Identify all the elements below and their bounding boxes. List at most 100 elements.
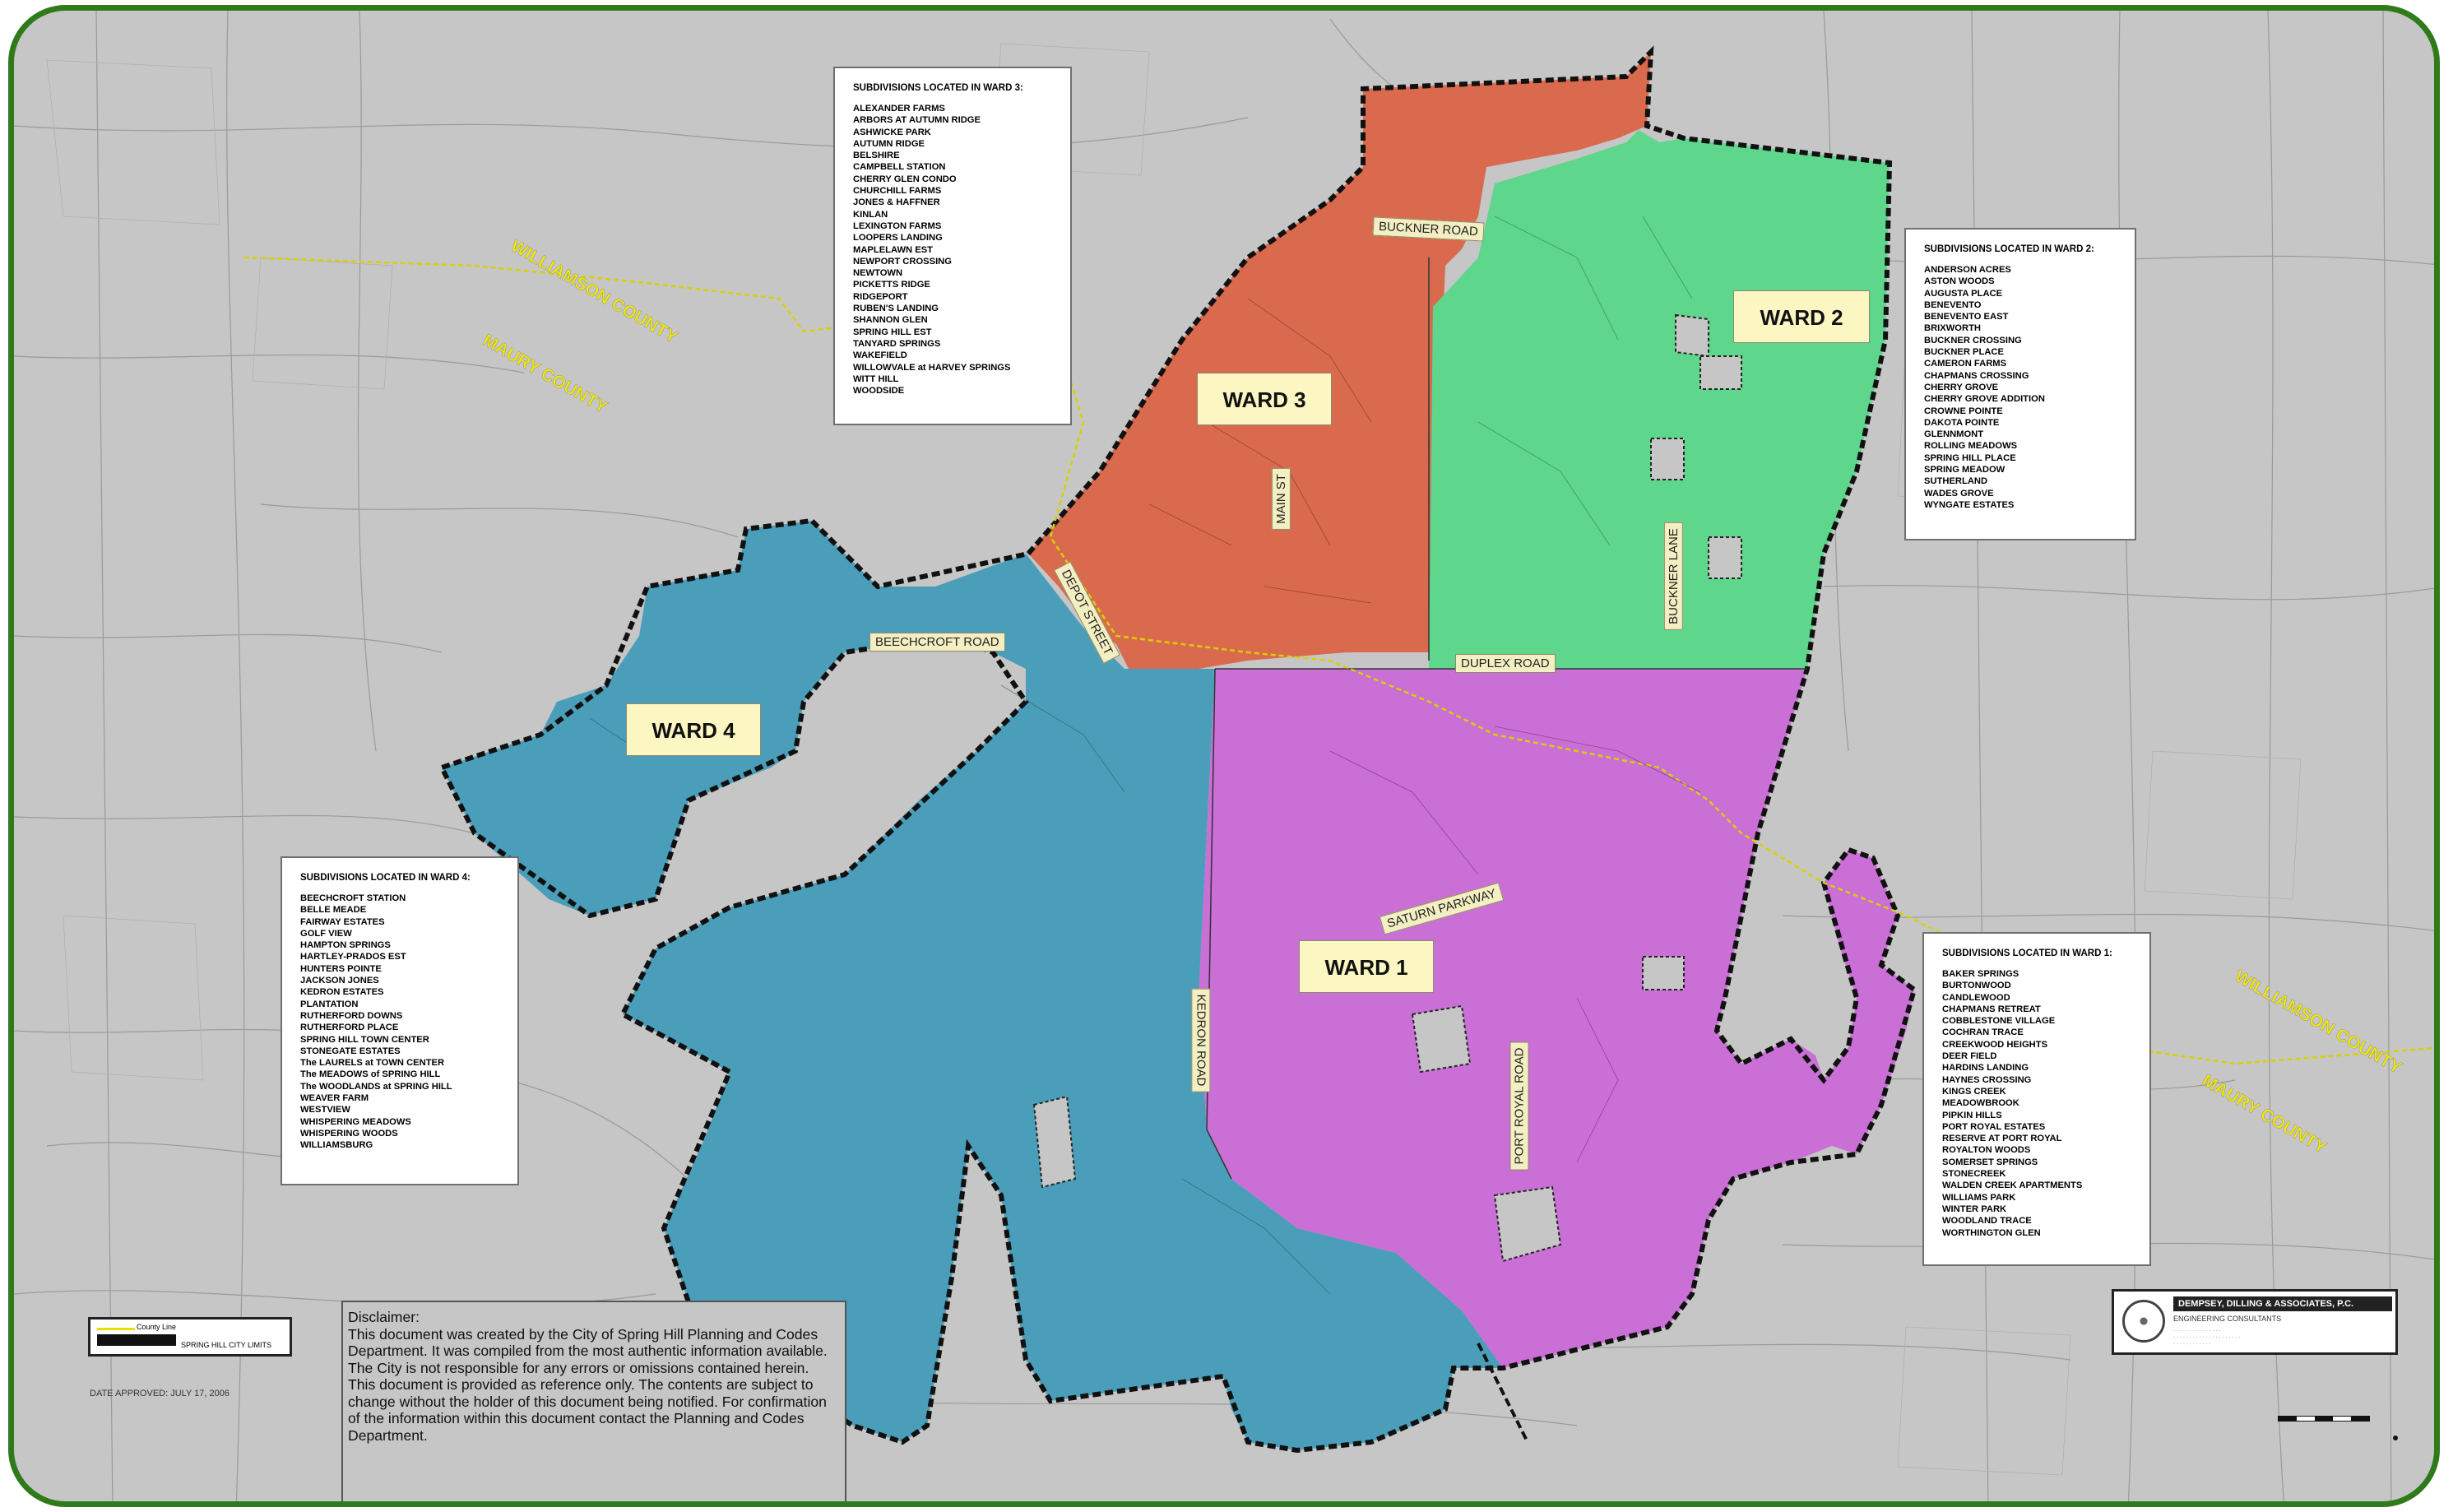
list-item: BENEVENTO EAST [1924,312,2009,322]
list-item: WEAVER FARM [300,1093,369,1104]
firm-name: DEMPSEY, DILLING & ASSOCIATES, P.C. [2173,1296,2392,1311]
list-item: BUCKNER CROSSING [1924,335,2022,346]
ward-2-label: WARD 2 [1733,290,1870,343]
list-item: SOMERSET SPRINGS [1942,1157,2038,1167]
subdivisions-ward-3-list: ALEXANDER FARMS ARBORS AT AUTUMN RIDGE A… [853,103,1052,397]
list-item: The MEADOWS of SPRING HILL [300,1069,441,1080]
road-label-buckner-lane: BUCKNER LANE [1663,522,1683,630]
list-item: CROWNE POINTE [1924,406,2003,416]
subdivisions-ward-2-title: SUBDIVISIONS LOCATED IN WARD 2: [1924,244,2094,254]
list-item: COCHRAN TRACE [1942,1027,2024,1038]
list-item: SUTHERLAND [1924,476,1988,487]
list-item: BRIXWORTH [1924,323,1981,334]
subdivisions-ward-3-title: SUBDIVISIONS LOCATED IN WARD 3: [853,83,1023,93]
legend-county-line-label: County Line [137,1323,177,1331]
list-item: RUTHERFORD PLACE [300,1023,399,1033]
list-item: HAYNES CROSSING [1942,1074,2032,1085]
list-item: ANDERSON ACRES [1924,265,2011,275]
list-item: ASHWICKE PARK [853,127,931,137]
ward-2-street-detail [1477,216,1693,546]
list-item: TANYARD SPRINGS [853,338,941,349]
ward-2-area [1429,130,1890,669]
list-item: MAPLELAWN EST [853,244,933,255]
north-marker-icon [2393,1435,2398,1440]
list-item: WOODSIDE [853,386,905,397]
list-item: CANDLEWOOD [1942,992,2010,1003]
list-item: BELLE MEADE [300,905,367,916]
list-item: WHISPERING WOODS [300,1128,398,1139]
list-item: STONECREEK [1942,1169,2006,1180]
scale-bar [2278,1416,2370,1422]
city-limits-boundary [438,45,1917,1454]
list-item: JONES & HAFFNER [853,197,940,208]
subdivisions-ward-4-title: SUBDIVISIONS LOCATED IN WARD 4: [300,873,471,883]
list-item: CHAPMANS CROSSING [1924,370,2029,381]
list-item: WILLIAMSBURG [300,1140,373,1151]
background-road-network [14,11,2434,1501]
disclaimer-heading: Disclaimer: [348,1309,420,1325]
ward-1-street-detail [1329,726,1701,1163]
list-item: SHANNON GLEN [853,315,928,326]
list-item: KINGS CREEK [1942,1086,2006,1097]
road-label-main-st: MAIN ST [1271,468,1291,530]
list-item: BELSHIRE [853,151,900,161]
list-item: PLANTATION [300,999,359,1009]
excluded-parcels [1032,313,1742,1263]
list-item: SPRING MEADOW [1924,465,2006,475]
list-item: CAMERON FARMS [1924,359,2007,369]
list-item: WINTER PARK [1942,1204,2007,1214]
list-item: CHERRY GROVE [1924,382,1999,392]
city-limits-swatch [97,1334,176,1346]
list-item: AUTUMN RIDGE [853,138,925,149]
list-item: DEER FIELD [1942,1051,1997,1062]
list-item: BENEVENTO [1924,299,1982,310]
list-item: LOOPERS LANDING [853,233,943,243]
list-item: WORTHINGTON GLEN [1942,1227,2041,1238]
list-item: HARTLEY-PRADOS EST [300,952,406,962]
subdivisions-ward-2-box: SUBDIVISIONS LOCATED IN WARD 2: ANDERSON… [1904,228,2136,540]
ward-4-label: WARD 4 [626,703,761,756]
list-item: CHAPMANS RETREAT [1942,1004,2041,1014]
list-item: WALDEN CREEK APARTMENTS [1942,1180,2083,1191]
subdivisions-ward-4-list: BEECHCROFT STATION BELLE MEADE FAIRWAY E… [300,893,499,1152]
compass-logo-icon [2122,1300,2165,1343]
map-legend: County Line SPRING HILL CITY LIMITS [88,1317,292,1357]
list-item: WESTVIEW [300,1105,350,1115]
firm-address-lines: · · · · · · · · · · · · · · ·· · · · · ·… [2173,1328,2241,1347]
list-item: PIPKIN HILLS [1942,1110,2002,1120]
subdivisions-ward-1-title: SUBDIVISIONS LOCATED IN WARD 1: [1942,948,2112,958]
road-label-kedron-road: KEDRON ROAD [1191,988,1211,1092]
list-item: WILLIAMS PARK [1942,1192,2016,1203]
list-item: WAKEFIELD [853,350,907,361]
ward-3-label: WARD 3 [1197,373,1332,425]
list-item: WYNGATE ESTATES [1924,499,2015,510]
list-item: COBBLESTONE VILLAGE [1942,1016,2056,1027]
list-item: CHERRY GLEN CONDO [853,174,957,184]
list-item: RESERVE AT PORT ROYAL [1942,1134,2062,1144]
list-item: HUNTERS POINTE [300,963,382,974]
list-item: FAIRWAY ESTATES [300,916,385,927]
list-item: HAMPTON SPRINGS [300,940,391,951]
list-item: NEWTOWN [853,268,903,279]
list-item: KINLAN [853,209,888,220]
firm-subtitle: ENGINEERING CONSULTANTS [2173,1315,2282,1323]
legend-city-limits-label: SPRING HILL CITY LIMITS [181,1341,272,1349]
list-item: SPRING HILL TOWN CENTER [300,1034,429,1045]
list-item: KEDRON ESTATES [300,987,384,998]
ward-1-label: WARD 1 [1299,940,1434,993]
list-item: CHURCHILL FARMS [853,186,942,197]
list-item: CAMPBELL STATION [853,162,946,173]
ward-3-area [1028,52,1651,677]
list-item: WITT HILL [853,373,899,384]
subdivisions-ward-1-box: SUBDIVISIONS LOCATED IN WARD 1: BAKER SP… [1922,932,2151,1266]
list-item: WOODLAND TRACE [1942,1216,2032,1227]
list-item: LEXINGTON FARMS [853,220,942,231]
list-item: JACKSON JONES [300,976,379,986]
list-item: RIDGEPORT [853,291,908,302]
road-label-beechcroft-road: BEECHCROFT ROAD [869,633,1005,652]
list-item: WHISPERING MEADOWS [300,1116,411,1127]
list-item: BUCKNER PLACE [1924,347,2004,358]
list-item: RUTHERFORD DOWNS [300,1010,403,1021]
list-item: AUGUSTA PLACE [1924,288,2003,299]
list-item: MEADOWBROOK [1942,1098,2019,1109]
